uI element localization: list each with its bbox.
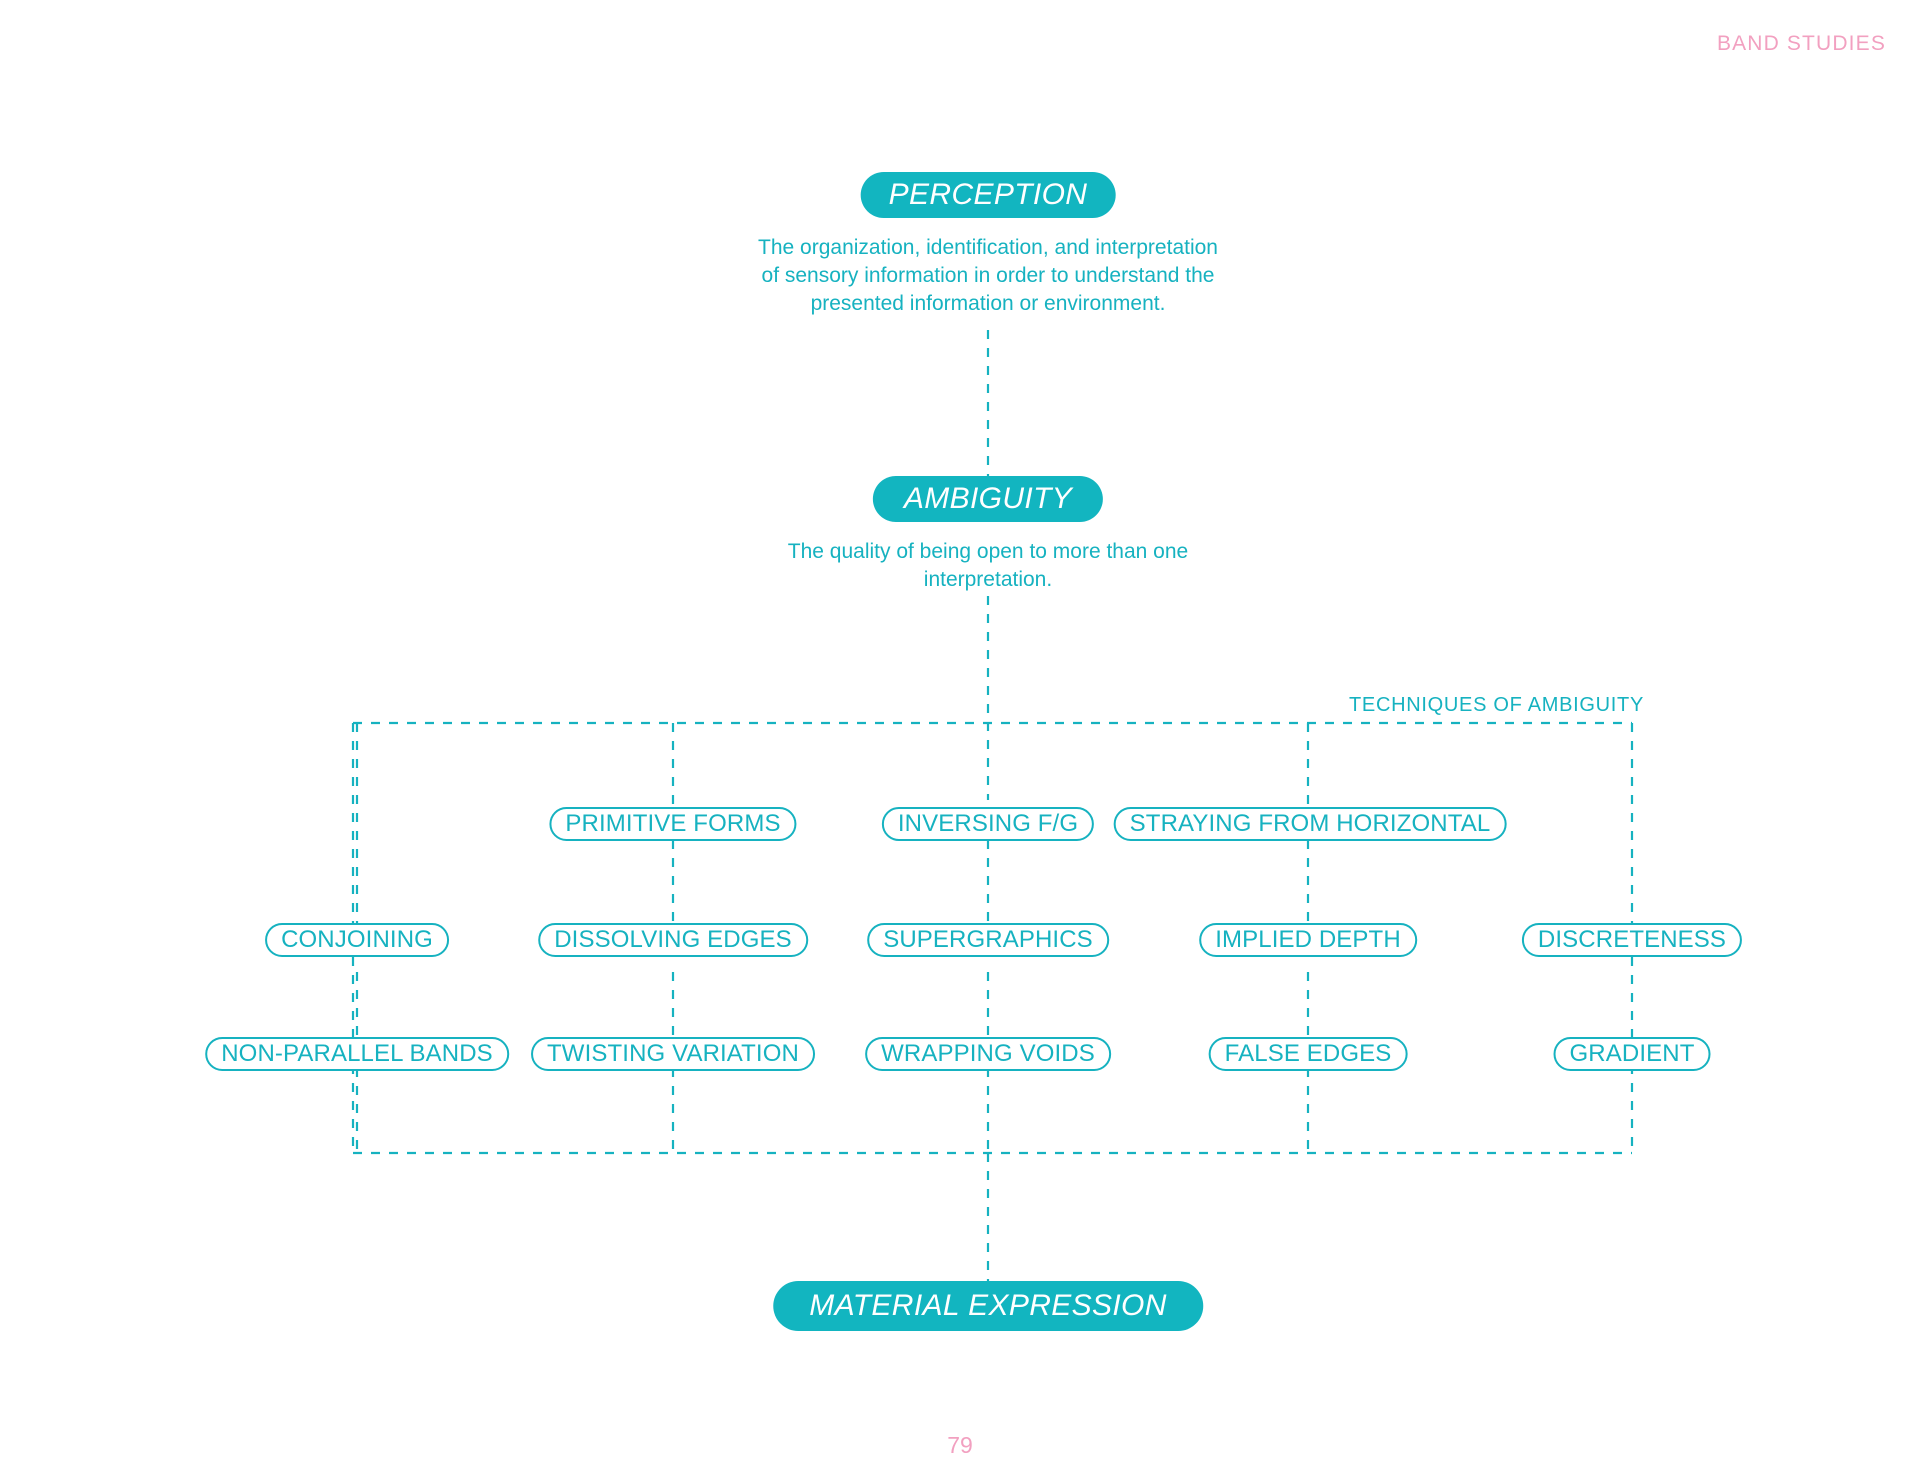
pill-inversing-fg[interactable]: INVERSING F/G [881, 807, 1095, 841]
node-perception[interactable]: PERCEPTION [860, 172, 1116, 218]
pill-supergraphics[interactable]: SUPERGRAPHICS [867, 923, 1109, 957]
pill-gradient[interactable]: GRADIENT [1553, 1037, 1711, 1071]
node-material-expression[interactable]: MATERIAL EXPRESSION [773, 1281, 1203, 1331]
pill-discreteness[interactable]: DISCRETENESS [1521, 923, 1743, 957]
pill-implied-depth[interactable]: IMPLIED DEPTH [1199, 923, 1417, 957]
techniques-group-label: TECHNIQUES OF AMBIGUITY [1349, 694, 1645, 716]
pill-straying-from-horizontal[interactable]: STRAYING FROM HORIZONTAL [1113, 807, 1507, 841]
description-ambiguity: The quality of being open to more than o… [787, 540, 1189, 591]
header-label: BAND STUDIES [1716, 32, 1886, 55]
pill-primitive-forms[interactable]: PRIMITIVE FORMS [549, 807, 797, 841]
description-perception: The organization, identification, and in… [758, 236, 1218, 315]
pill-wrapping-voids[interactable]: WRAPPING VOIDS [865, 1037, 1111, 1071]
node-ambiguity[interactable]: AMBIGUITY [872, 476, 1104, 522]
pill-false-edges[interactable]: FALSE EDGES [1208, 1037, 1408, 1071]
page-number: 79 [947, 1432, 973, 1458]
pill-non-parallel-bands[interactable]: NON-PARALLEL BANDS [205, 1037, 509, 1071]
pill-dissolving-edges[interactable]: DISSOLVING EDGES [538, 923, 808, 957]
pill-conjoining[interactable]: CONJOINING [265, 923, 449, 957]
pill-twisting-variation[interactable]: TWISTING VARIATION [531, 1037, 815, 1071]
